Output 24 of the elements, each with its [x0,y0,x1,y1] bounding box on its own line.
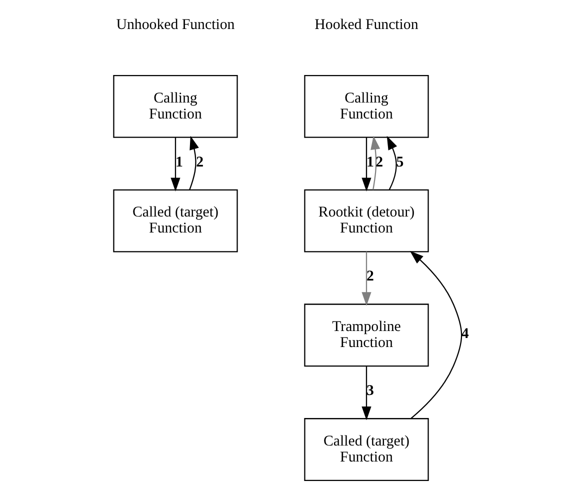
arrow [170,137,180,192]
edge-label: 2 [196,154,204,170]
arrow [386,136,397,190]
edge-label: 4 [460,326,468,342]
arrow [188,136,198,190]
node-box: Rootkit (detour) Function [304,189,428,252]
edge-label: 1 [174,154,182,170]
node-box: Calling Function [304,74,428,138]
edge-label: 1 [366,154,374,170]
arrow [361,252,371,306]
node-box: Trampoline Function [304,304,428,367]
node-box: Called (target) Function [304,418,428,481]
arrow [409,250,462,419]
arrow [361,137,371,192]
edge-label: 2 [375,154,383,170]
node-box: Calling Function [112,74,238,138]
edge-label: 3 [366,383,374,400]
arrow [361,366,371,420]
label: Hooked Function [314,17,418,34]
node-box: Called (target) Function [112,189,238,252]
label: Unhooked Function [116,17,234,34]
arrow [370,136,380,190]
edge-label: 5 [396,154,404,170]
edge-label: 2 [366,268,374,285]
